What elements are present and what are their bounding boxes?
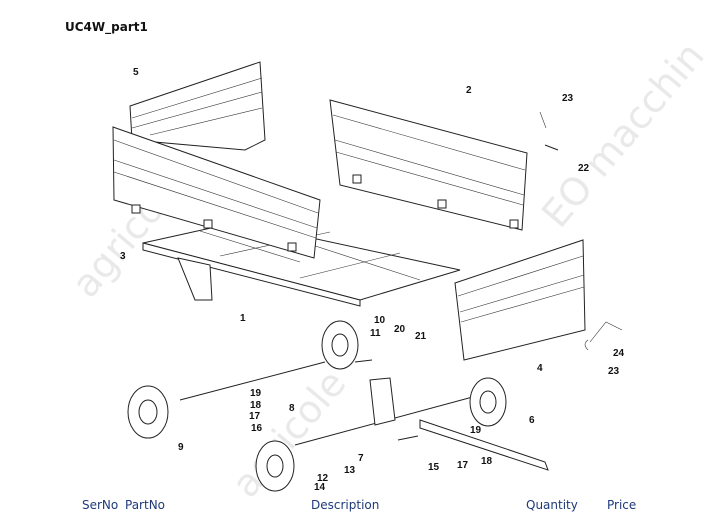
left-side-panel-part: [112, 126, 321, 259]
column-header-description: Description: [311, 498, 380, 512]
callout-17: 17: [249, 411, 261, 422]
column-header-partno: PartNo: [125, 498, 166, 512]
callout-16: 16: [251, 423, 263, 434]
callout-1: 1: [240, 313, 246, 324]
pins-part: [539, 111, 623, 351]
column-header-quantity: Quantity: [526, 498, 578, 512]
callout-12: 12: [317, 473, 329, 484]
callout-19: 19: [470, 425, 482, 436]
callout-14: 14: [314, 482, 326, 493]
callout-3: 3: [120, 251, 126, 262]
callout-8: 8: [289, 403, 295, 414]
page-title: UC4W_part1: [65, 20, 148, 34]
callout-10: 10: [374, 315, 386, 326]
callout-labels: 5 2 23 22 3 1 10 11 20 21 4 24 23 19 8 1…: [120, 67, 625, 493]
callout-24: 24: [613, 348, 625, 359]
callout-18: 18: [481, 456, 493, 467]
callout-23: 23: [608, 366, 620, 377]
callout-4: 4: [537, 363, 543, 374]
callout-15: 15: [428, 462, 440, 473]
axle-and-drawbar-part: [179, 359, 549, 471]
callout-5: 5: [133, 67, 139, 78]
callout-21: 21: [415, 331, 427, 342]
callout-17: 17: [457, 460, 469, 471]
callout-23: 23: [562, 93, 574, 104]
watermark-text: EO macchin: [533, 34, 712, 236]
rear-side-panel-part: [129, 61, 266, 151]
wheels-part: [127, 320, 507, 492]
callout-2: 2: [466, 85, 472, 96]
callout-20: 20: [394, 324, 406, 335]
column-header-serno: SerNo: [82, 498, 119, 512]
callout-13: 13: [344, 465, 356, 476]
callout-7: 7: [358, 453, 364, 464]
tailgate-panel-part: [454, 239, 586, 361]
callout-11: 11: [370, 328, 381, 339]
column-header-price: Price: [607, 498, 637, 512]
watermark-text: agricole: [223, 361, 354, 505]
callout-6: 6: [529, 415, 535, 426]
callout-18: 18: [250, 400, 262, 411]
right-side-panel-part: [329, 99, 528, 231]
callout-19: 19: [250, 388, 262, 399]
callout-9: 9: [178, 442, 184, 453]
callout-22: 22: [578, 163, 590, 174]
